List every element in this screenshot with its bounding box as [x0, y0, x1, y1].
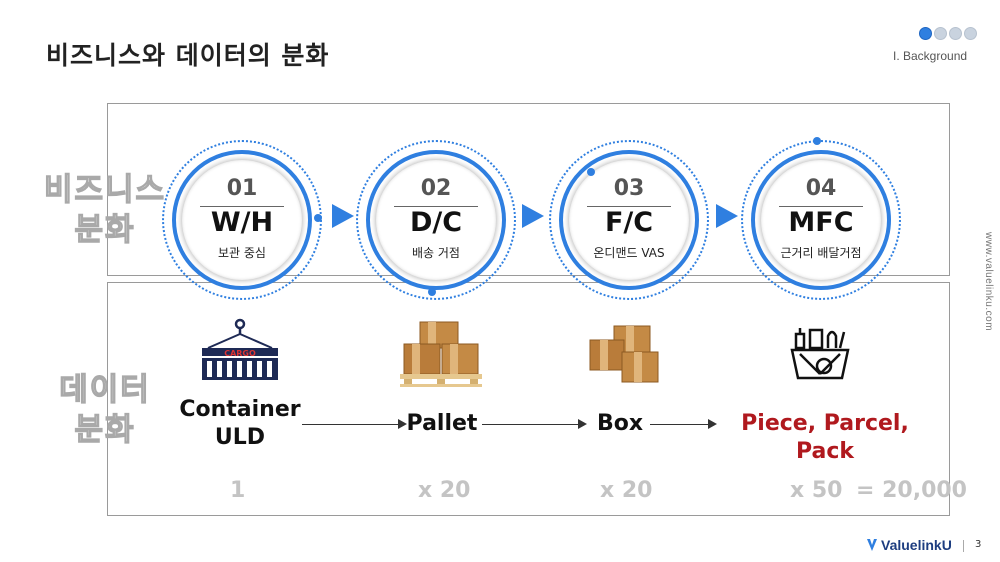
stage-subtitle: 근거리 배달거점 [780, 246, 862, 260]
unit-label-pallet: Pallet [406, 411, 478, 436]
flow-arrow-line [302, 424, 400, 425]
stage-subtitle: 배송 거점 [412, 246, 460, 260]
section-label: I. Background [893, 49, 968, 63]
website-url[interactable]: www.valuelinku.com [983, 232, 994, 332]
stage-circle-mfc: 04 MFC 근거리 배달거점 [741, 137, 901, 300]
chevron-right-icon [332, 204, 354, 228]
section-nav-dots [919, 27, 977, 40]
grocery-basket-icon [790, 328, 850, 380]
arrow-right-icon [398, 419, 407, 429]
nav-dot-2[interactable] [934, 27, 947, 40]
pallet-boxes-icon [400, 321, 482, 387]
nav-dot-3[interactable] [949, 27, 962, 40]
arrow-right-icon [708, 419, 717, 429]
multiplier-piece: x 50 [790, 478, 843, 503]
ring-knob [428, 288, 436, 296]
ring-knob [314, 214, 322, 222]
cargo-container-icon: CARGO [202, 318, 278, 380]
flow-arrow-line [650, 424, 712, 425]
page-separator [963, 540, 964, 552]
stage-number: 02 [420, 176, 452, 201]
page-number: 3 [975, 539, 982, 550]
ring-knob [813, 137, 821, 145]
nav-dot-1[interactable] [919, 27, 932, 40]
stage-number: 03 [613, 176, 645, 201]
stage-subtitle: 온디맨드 VAS [593, 246, 665, 260]
multiplier-total: = 20,000 [856, 478, 967, 503]
stage-circle-dc: 02 D/C 배송 거점 [356, 140, 516, 300]
stage-circle-fc: 03 F/C 온디맨드 VAS [549, 140, 709, 300]
unit-label-piece: Piece, Parcel, Pack [741, 411, 909, 464]
chevron-right-icon [716, 204, 738, 228]
company-logo: ValuelinkU [866, 537, 952, 553]
boxes-icon [589, 325, 659, 383]
stage-code: W/H [210, 207, 274, 238]
logo-text: ValuelinkU [881, 537, 952, 553]
chevron-right-icon [522, 204, 544, 228]
multiplier-pallet: x 20 [418, 478, 471, 503]
stage-subtitle: 보관 중심 [218, 246, 266, 260]
svg-text:CARGO: CARGO [224, 349, 256, 358]
stage-circle-wh: 01 W/H 보관 중심 [162, 140, 322, 300]
stage-code: MFC [788, 207, 854, 238]
flow-arrow-line [482, 424, 580, 425]
stage-code: F/C [604, 207, 654, 238]
data-row-label: 데이터 분화 [59, 371, 151, 448]
nav-dot-4[interactable] [964, 27, 977, 40]
multiplier-box: x 20 [600, 478, 653, 503]
stage-code: D/C [409, 207, 463, 238]
ring-knob [587, 168, 595, 176]
stage-number: 01 [226, 176, 258, 201]
data-panel [107, 282, 950, 516]
stage-number: 04 [805, 176, 837, 201]
business-row-label: 비즈니스 분화 [43, 171, 167, 248]
unit-label-container: Container ULD [179, 397, 301, 450]
unit-label-box: Box [596, 411, 644, 436]
logo-mark-icon [867, 539, 877, 551]
page-title: 비즈니스와 데이터의 분화 [46, 41, 330, 70]
multiplier-container: 1 [230, 478, 246, 503]
arrow-right-icon [578, 419, 587, 429]
